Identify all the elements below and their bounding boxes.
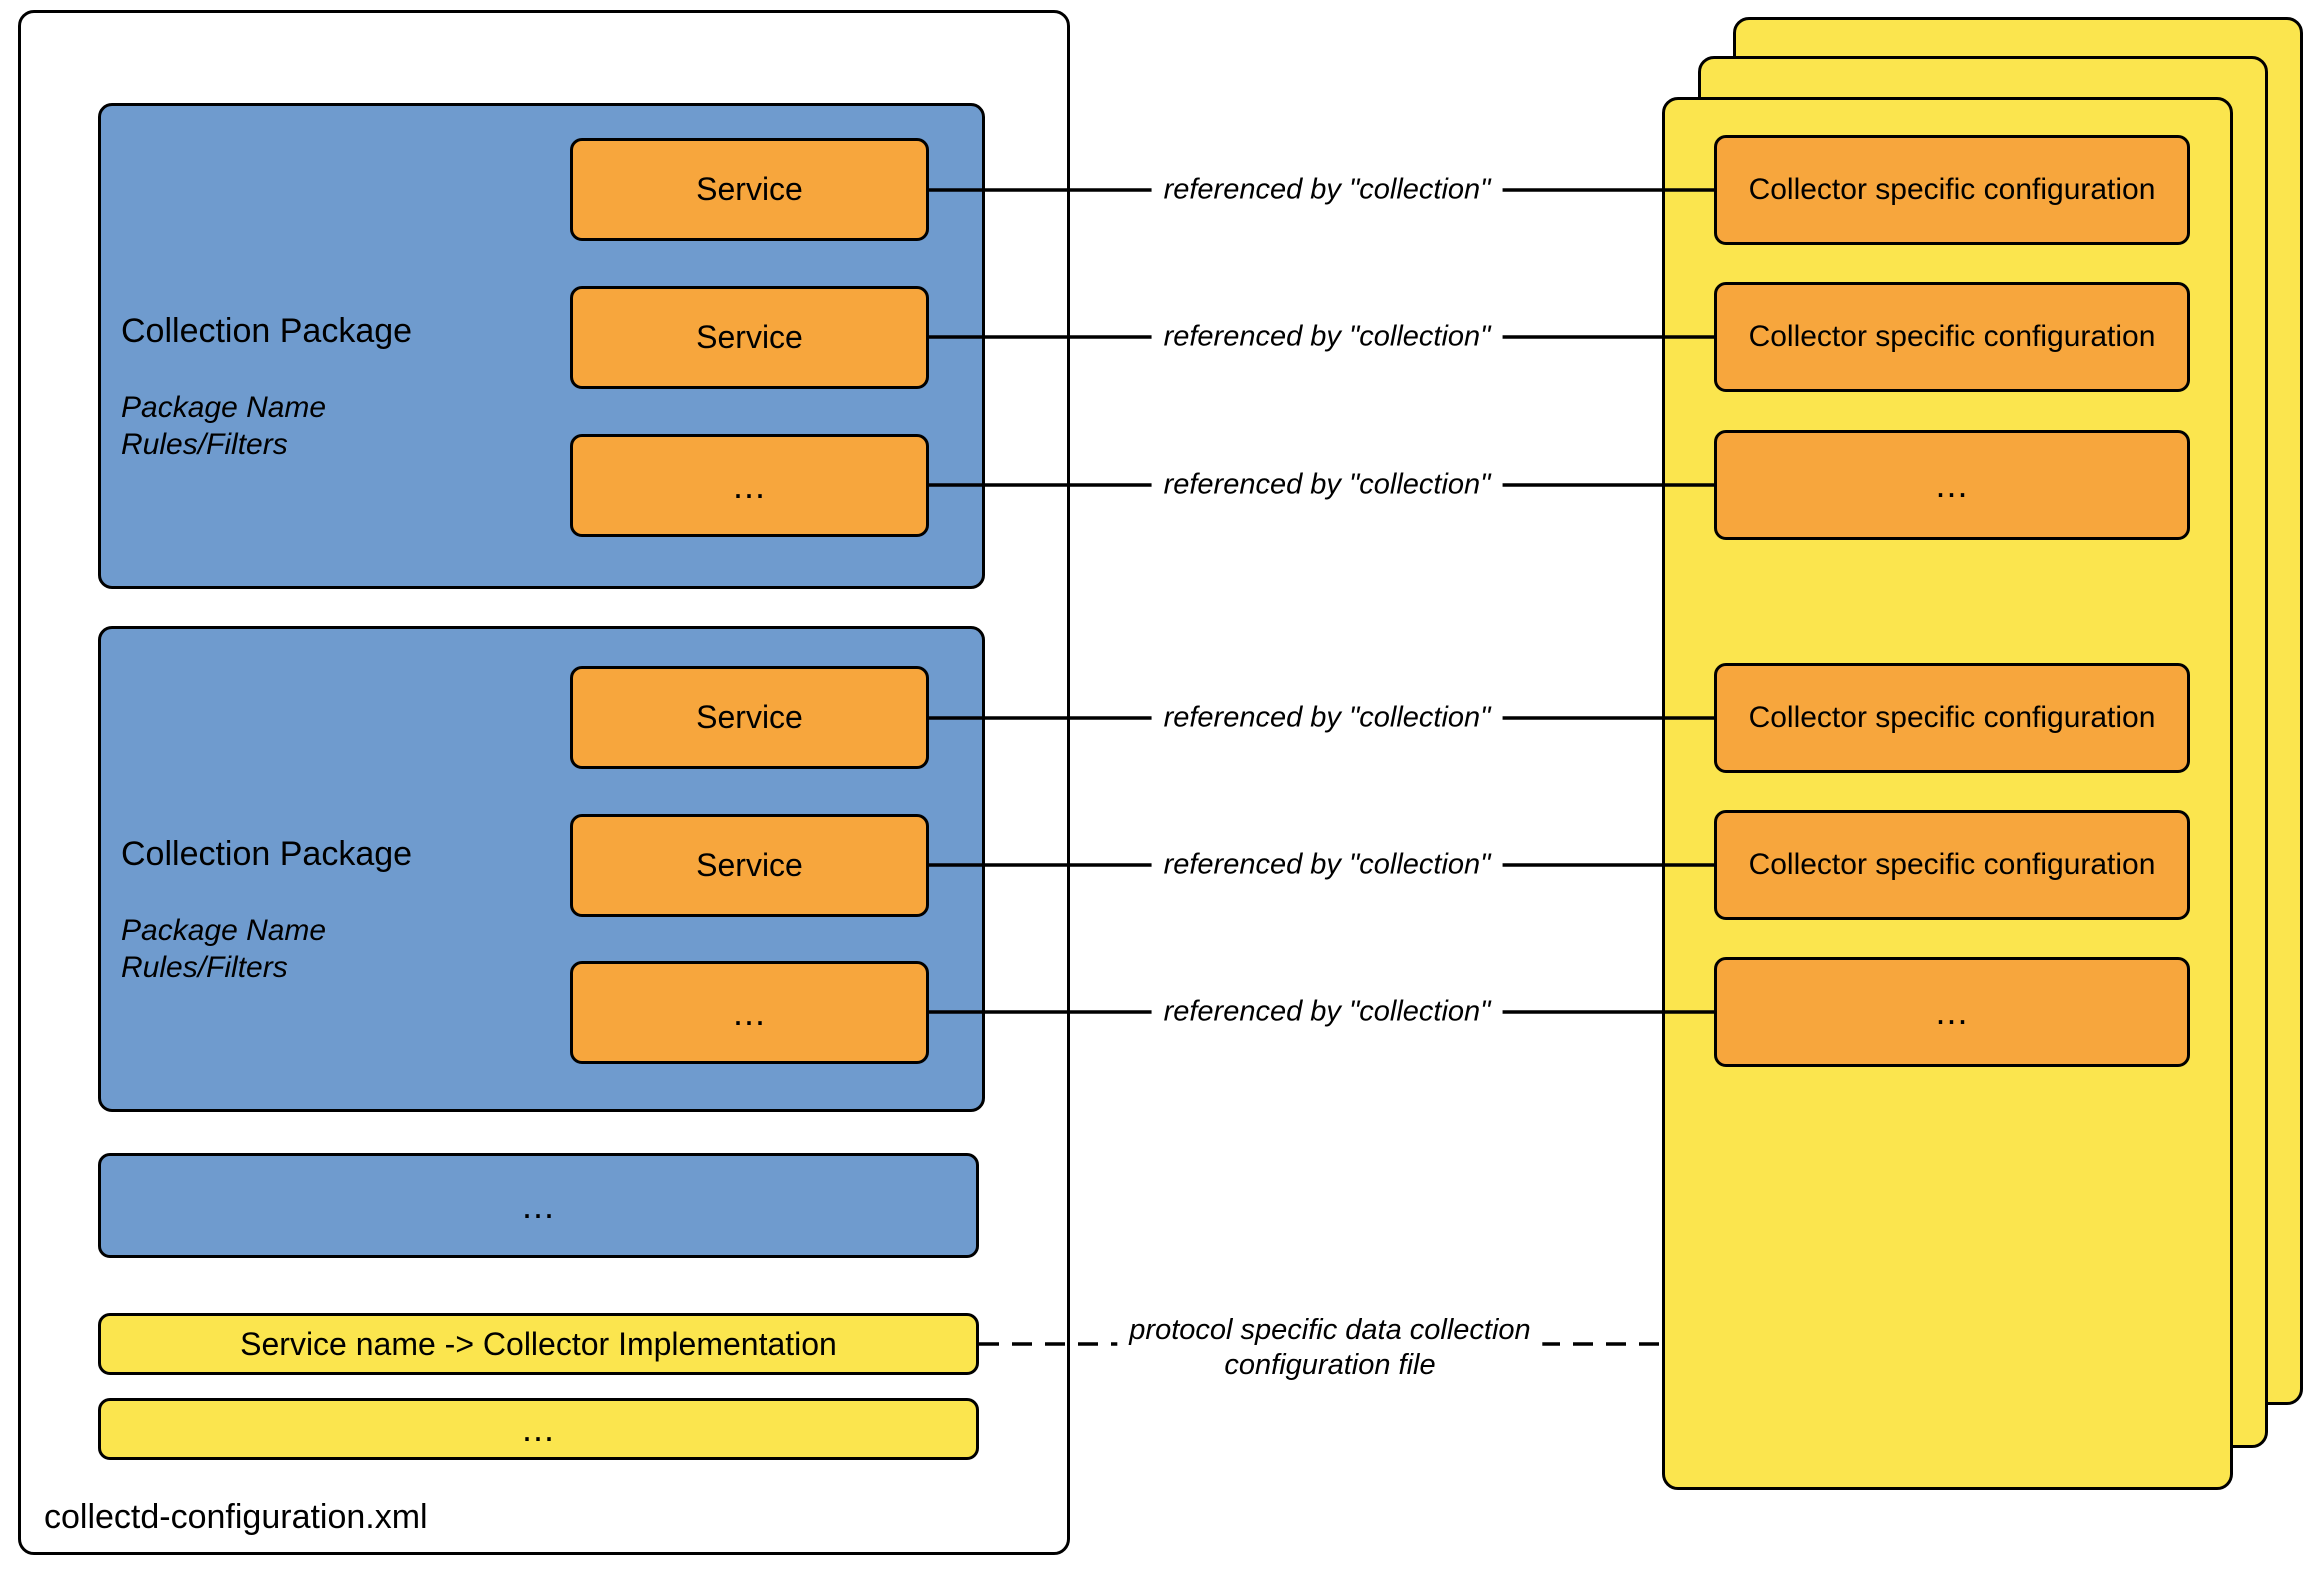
reference-line-label: referenced by "collection" [1151, 317, 1503, 357]
reference-line-label: referenced by "collection" [1151, 698, 1503, 738]
service-collector-mapping-box: Service name -> Collector Implementation [98, 1313, 979, 1375]
collector-config-box: Collector specific configuration [1714, 282, 2190, 392]
reference-line-label: referenced by "collection" [1151, 845, 1503, 885]
service-box: Service [570, 814, 929, 917]
more-packages-box: ... [98, 1153, 979, 1258]
service-ellipsis-box: ... [570, 434, 929, 537]
rules-filters-label: Rules/Filters [121, 428, 288, 461]
configuration-file-name: collectd-configuration.xml [44, 1498, 428, 1536]
protocol-config-file-label: protocol specific data collection config… [1117, 1311, 1543, 1385]
package-title: Collection Package [121, 312, 413, 350]
collector-config-box: Collector specific configuration [1714, 663, 2190, 773]
service-box: Service [570, 138, 929, 241]
package-name-label: Package Name [121, 391, 327, 424]
reference-line-label: referenced by "collection" [1151, 170, 1503, 210]
collector-config-ellipsis-box: ... [1714, 430, 2190, 540]
reference-line-label: referenced by "collection" [1151, 465, 1503, 505]
service-ellipsis-box: ... [570, 961, 929, 1064]
collector-config-box: Collector specific configuration [1714, 135, 2190, 245]
service-box: Service [570, 286, 929, 389]
reference-line-label: referenced by "collection" [1151, 992, 1503, 1032]
protocol-label-line1: protocol specific data collection [1129, 1314, 1531, 1346]
package-meta: Package Name Rules/Filters [121, 389, 326, 463]
package-title: Collection Package [121, 835, 413, 873]
collector-config-box: Collector specific configuration [1714, 810, 2190, 920]
protocol-label-line2: configuration file [1224, 1349, 1436, 1381]
rules-filters-label: Rules/Filters [121, 951, 288, 984]
service-box: Service [570, 666, 929, 769]
collector-config-ellipsis-box: ... [1714, 957, 2190, 1067]
package-name-label: Package Name [121, 914, 327, 947]
more-mappings-box: ... [98, 1398, 979, 1460]
package-meta: Package Name Rules/Filters [121, 912, 326, 986]
